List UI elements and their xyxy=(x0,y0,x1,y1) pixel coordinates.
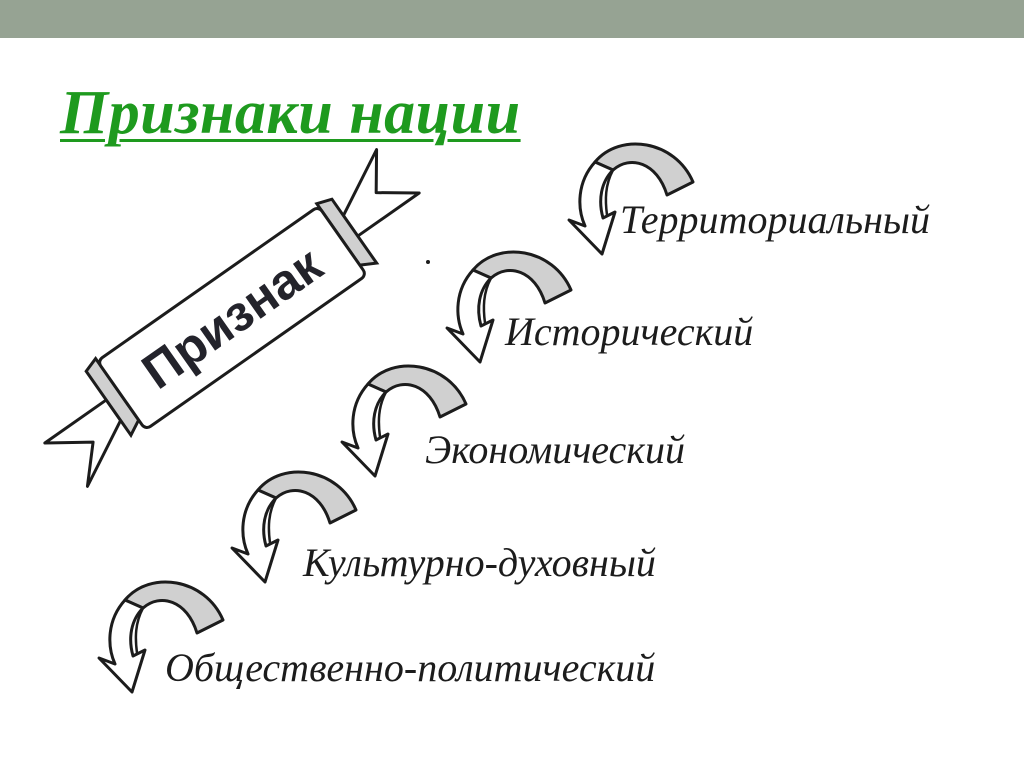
top-bar xyxy=(0,0,1024,38)
list-item: Экономический xyxy=(425,427,685,472)
dot xyxy=(426,260,430,264)
list-item: Исторический xyxy=(505,309,754,354)
list-item: Культурно-духовный xyxy=(303,540,656,585)
list-item: Территориальный xyxy=(620,197,931,242)
page-title: Признаки нации xyxy=(60,79,521,147)
list-item: Общественно-политический xyxy=(165,645,656,690)
